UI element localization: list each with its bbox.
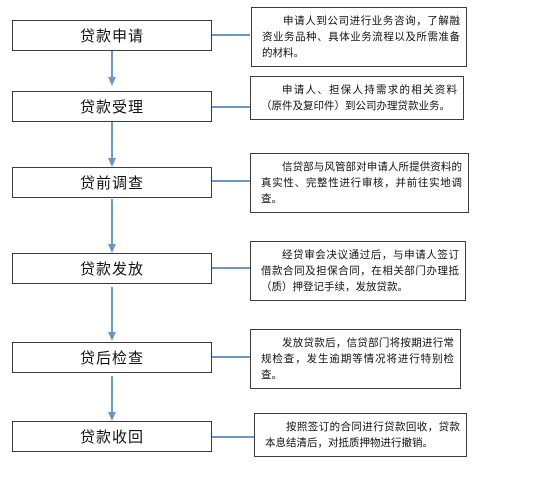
step-pre-loan-investigation: 贷前调查 <box>12 167 212 198</box>
step-loan-recovery: 贷款收回 <box>12 421 212 452</box>
note-post-loan-inspection: 发放贷款后，信贷部门将按期进行常规检查，发生逾期等情况将进行特别检查。 <box>250 329 461 389</box>
note-loan-application: 申请人到公司进行业务咨询，了解融资业务品种、具体业务流程以及所需准备的材料。 <box>251 7 467 67</box>
step-loan-acceptance: 贷款受理 <box>12 91 212 122</box>
note-loan-acceptance: 申请人、担保人持需求的相关资料（原件及复印件）到公司办理贷款业务。 <box>250 76 464 120</box>
note-loan-recovery: 按照签订的合同进行贷款回收，贷款本息结清后，对抵质押物进行撤销。 <box>254 413 467 457</box>
step-loan-application: 贷款申请 <box>12 20 212 51</box>
step-loan-disbursement: 贷款发放 <box>12 253 212 284</box>
note-loan-disbursement: 经贷审会决议通过后，与申请人签订借款合同及担保合同，在相关部门办理抵（质）押登记… <box>250 241 466 301</box>
note-pre-loan-investigation: 信贷部与风管部对申请人所提供资料的真实性、完整性进行审核，并前往实地调查。 <box>250 153 469 213</box>
step-post-loan-inspection: 贷后检查 <box>12 342 212 373</box>
